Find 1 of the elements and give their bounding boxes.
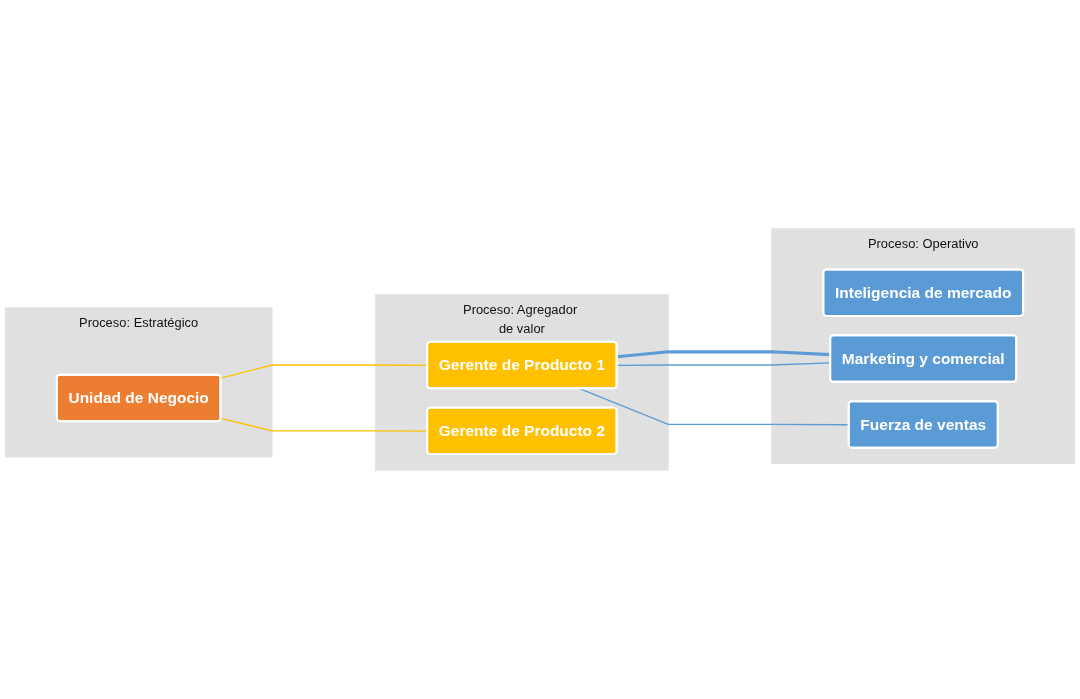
connector: [616, 350, 831, 359]
